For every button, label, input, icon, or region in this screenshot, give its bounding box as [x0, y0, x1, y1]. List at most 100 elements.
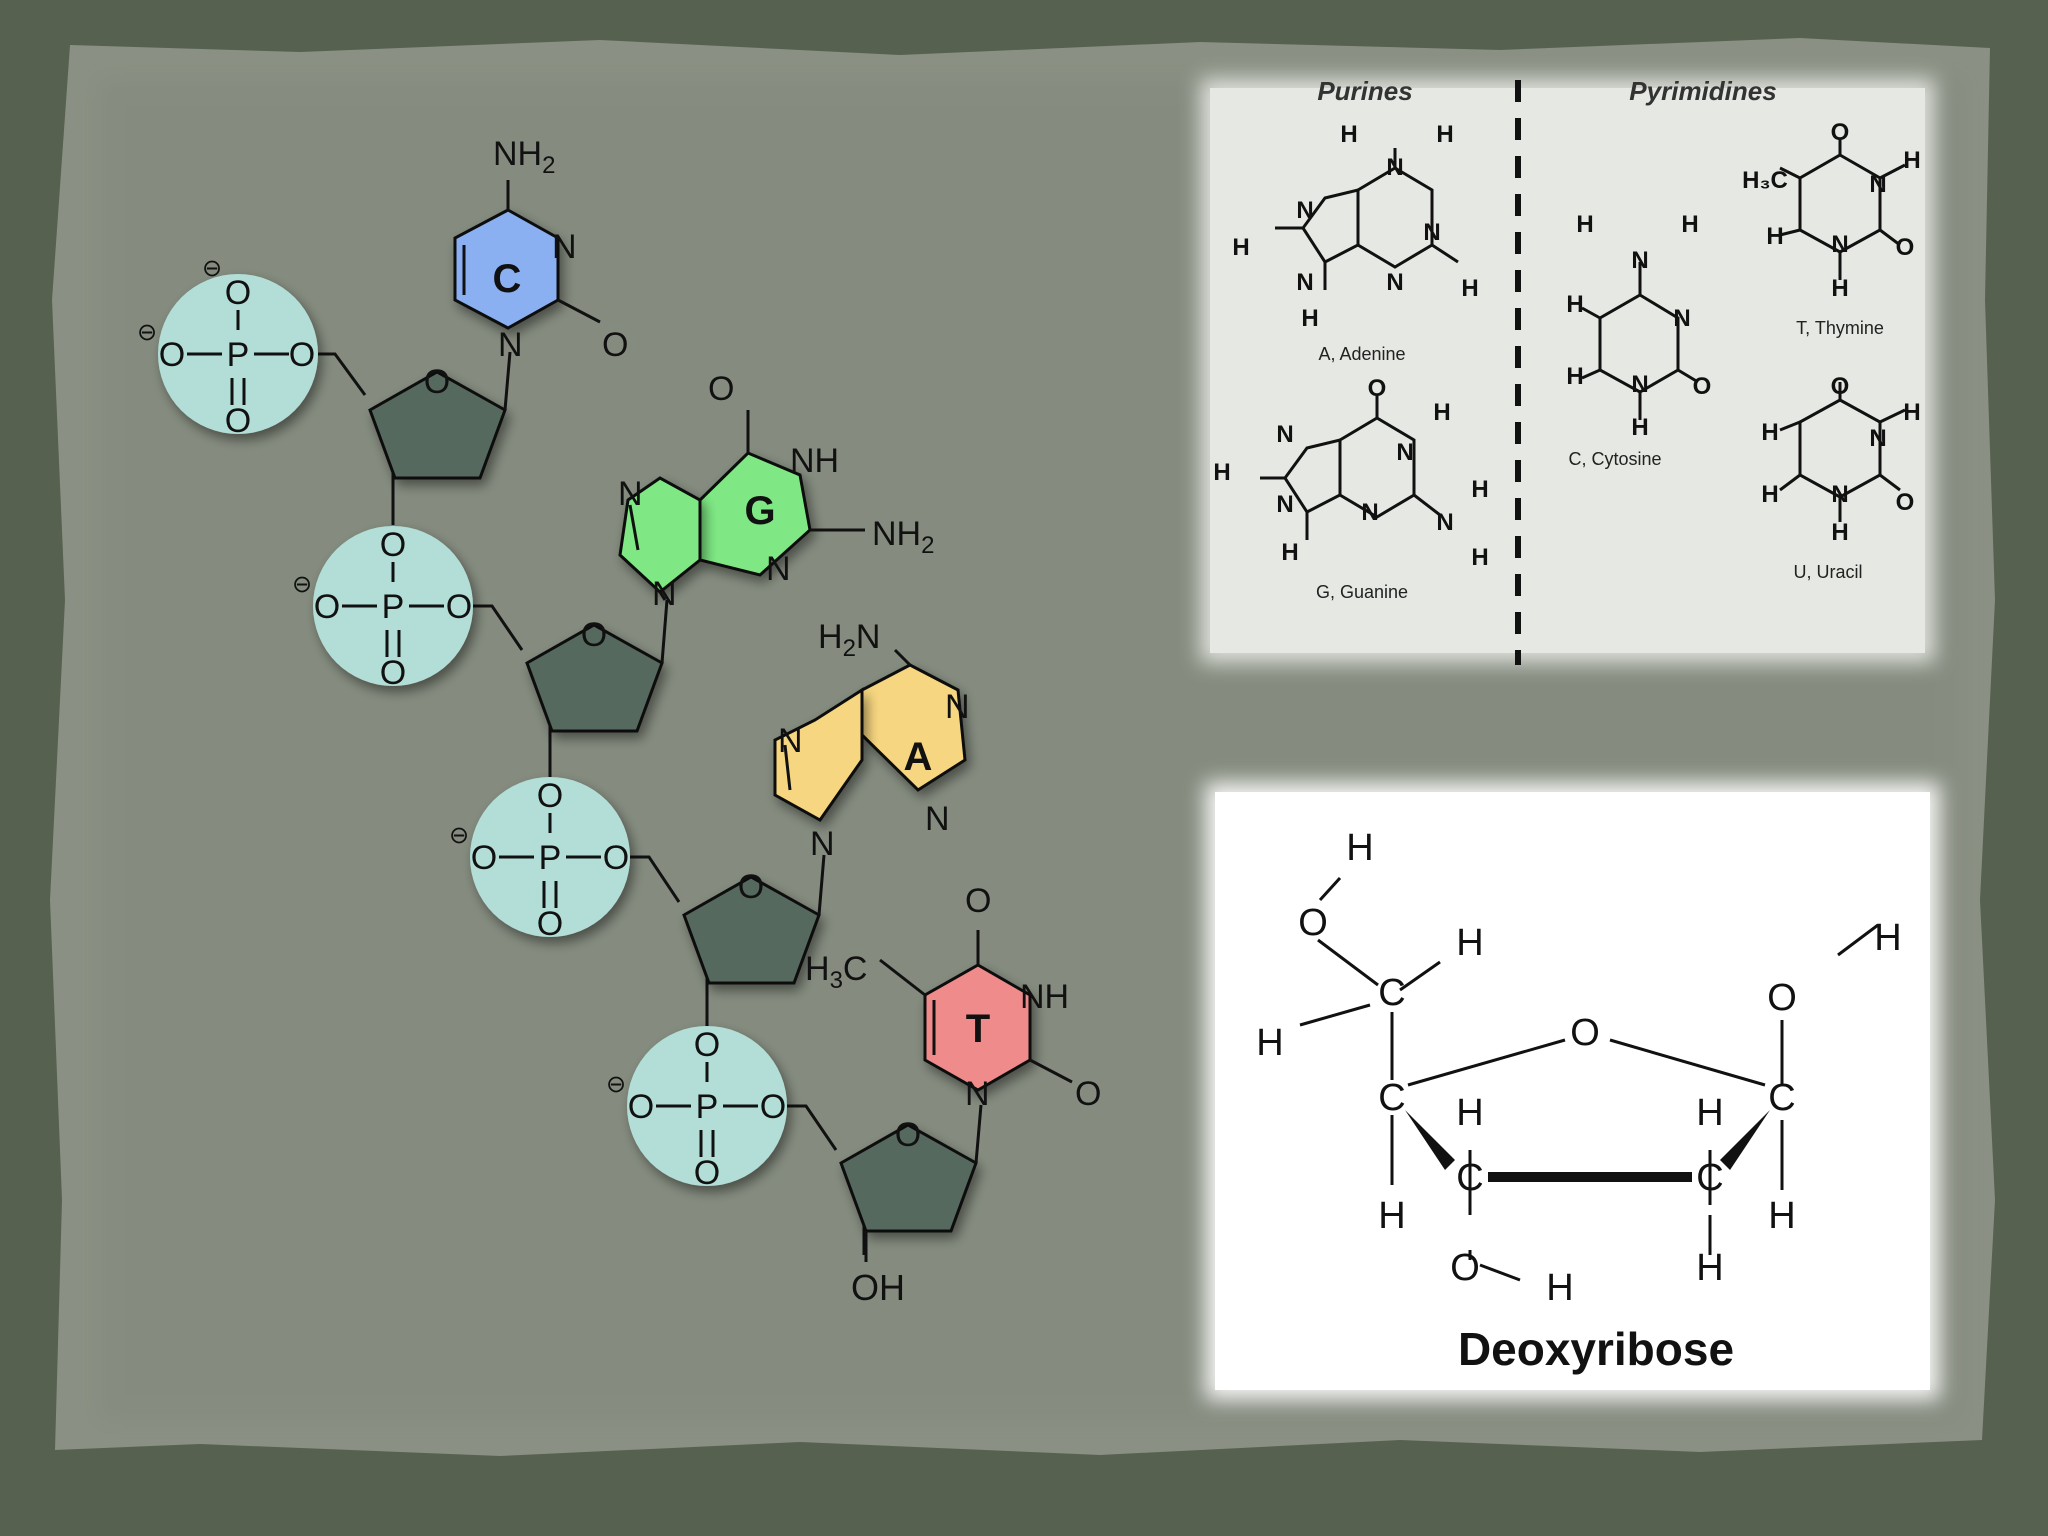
atom-o: O	[1450, 1247, 1480, 1289]
three-prime-oh: OH	[851, 1267, 905, 1308]
atom-n: N	[1869, 425, 1886, 452]
guanine-label: G, Guanine	[1316, 582, 1408, 602]
adenine-n7: N	[778, 722, 803, 760]
cytosine-label: C, Cytosine	[1568, 449, 1661, 469]
guanine-n7: N	[618, 475, 643, 513]
adenine-letter: A	[904, 735, 933, 779]
atom-n: N	[1831, 481, 1848, 508]
atom-h3c: H₃C	[1742, 167, 1788, 194]
deoxyribose-panel: H O H C H O H O C C H H C C H H O H H De…	[1205, 782, 1940, 1400]
atom-h: H	[1378, 1195, 1405, 1237]
atom-h: H	[1831, 275, 1848, 302]
phosphate-oxygen: O	[537, 777, 563, 815]
phosphate-oxygen: O	[471, 839, 497, 877]
atom-o: O	[1767, 977, 1797, 1019]
thymine-letter: T	[966, 1007, 990, 1051]
atom-n: N	[1361, 499, 1378, 526]
uracil-label: U, Uracil	[1793, 562, 1862, 582]
atom-h: H	[1681, 211, 1698, 238]
atom-h: H	[1696, 1092, 1723, 1134]
atom-h: H	[1433, 399, 1450, 426]
atom-n: N	[1276, 491, 1293, 518]
dna-strand: O O O O OH P O O O O	[137, 135, 1102, 1308]
guanine-n9: N	[652, 575, 677, 613]
atom-h: H	[1213, 459, 1230, 486]
atom-h: H	[1456, 922, 1483, 964]
atom-c: C	[1378, 1077, 1405, 1119]
phosphorus: P	[382, 588, 405, 626]
pyrimidines-title: Pyrimidines	[1629, 76, 1776, 106]
atom-h: H	[1461, 275, 1478, 302]
phosphate-oxygen: O	[694, 1026, 720, 1064]
phosphate-oxygen: O	[628, 1088, 654, 1126]
atom-h: H	[1576, 211, 1593, 238]
atom-h: H	[1346, 827, 1373, 869]
atom-h: H	[1903, 399, 1920, 426]
atom-n: N	[1296, 269, 1313, 296]
base-guanine: G O NH N N NH2 N	[618, 370, 934, 613]
cytosine-nh2: NH2	[493, 135, 555, 179]
cytosine-structure	[1581, 262, 1699, 420]
phosphate-oxygen: O	[159, 336, 185, 374]
atom-h: H	[1766, 223, 1783, 250]
phosphorus: P	[227, 336, 250, 374]
sugar-ring-oxygen: O	[581, 616, 607, 654]
atom-n: N	[1631, 247, 1648, 274]
phosphorus: P	[539, 839, 562, 877]
uracil-structure	[1779, 382, 1906, 522]
phosphate-oxygen: O	[537, 905, 563, 943]
guanine-nh2: NH2	[872, 515, 934, 559]
sugar-4: O OH	[839, 1104, 983, 1308]
atom-h: H	[1456, 1092, 1483, 1134]
atom-n: N	[1869, 171, 1886, 198]
sugar-ring-oxygen: O	[738, 868, 764, 906]
atom-o: O	[1368, 375, 1387, 402]
sugar-ring-oxygen: O	[895, 1116, 921, 1154]
atom-h: H	[1874, 917, 1901, 959]
atom-n: N	[1396, 439, 1413, 466]
atom-h: H	[1340, 121, 1357, 148]
sugar-2: O	[525, 599, 669, 733]
atom-n: N	[1296, 197, 1313, 224]
phosphate-oxygen: O	[446, 588, 472, 626]
sugar-1: O	[368, 351, 512, 480]
atom-o: O	[1896, 234, 1915, 261]
base-cytosine: C NH2 N O N	[453, 135, 628, 364]
purines-title: Purines	[1317, 76, 1412, 106]
atom-o: O	[1896, 489, 1915, 516]
thymine-structure	[1779, 138, 1906, 280]
phosphate-group-3: P O O O O ⊖	[449, 777, 630, 943]
phosphate-group-2: P O O O O ⊖	[292, 526, 473, 692]
atom-h: H	[1471, 476, 1488, 503]
cytosine-n3: N	[552, 228, 577, 266]
atom-o: O	[1831, 119, 1850, 146]
bases-panel: Purines Pyrimidines	[1200, 76, 1935, 665]
atom-h: H	[1281, 539, 1298, 566]
atom-o: O	[1570, 1012, 1600, 1054]
adenine-n1: N	[945, 688, 970, 726]
guanine-oxygen: O	[708, 370, 734, 408]
atom-h: H	[1631, 414, 1648, 441]
guanine-structure	[1260, 395, 1441, 540]
atom-c: C	[1696, 1157, 1723, 1199]
thymine-h3c: H3C	[805, 950, 867, 994]
guanine-n3: N	[766, 550, 791, 588]
phosphate-oxygen: O	[314, 588, 340, 626]
base-adenine: A H2N N N N N	[773, 618, 970, 863]
atom-h: H	[1761, 481, 1778, 508]
atom-n: N	[1386, 154, 1403, 181]
atom-o: O	[1831, 373, 1850, 400]
guanine-nh: NH	[790, 442, 839, 480]
atom-n: N	[1631, 371, 1648, 398]
phosphorus: P	[696, 1088, 719, 1126]
atom-c: C	[1768, 1077, 1795, 1119]
adenine-h2n: H2N	[818, 618, 880, 662]
atom-n: N	[1436, 509, 1453, 536]
atom-h: H	[1471, 544, 1488, 571]
thymine-label: T, Thymine	[1796, 318, 1884, 338]
phosphate-group-4: P O O O O ⊖	[606, 1026, 787, 1192]
thymine-oxygen-2: O	[1075, 1075, 1101, 1113]
atom-h: H	[1566, 291, 1583, 318]
sugar-ring-oxygen: O	[424, 363, 450, 401]
